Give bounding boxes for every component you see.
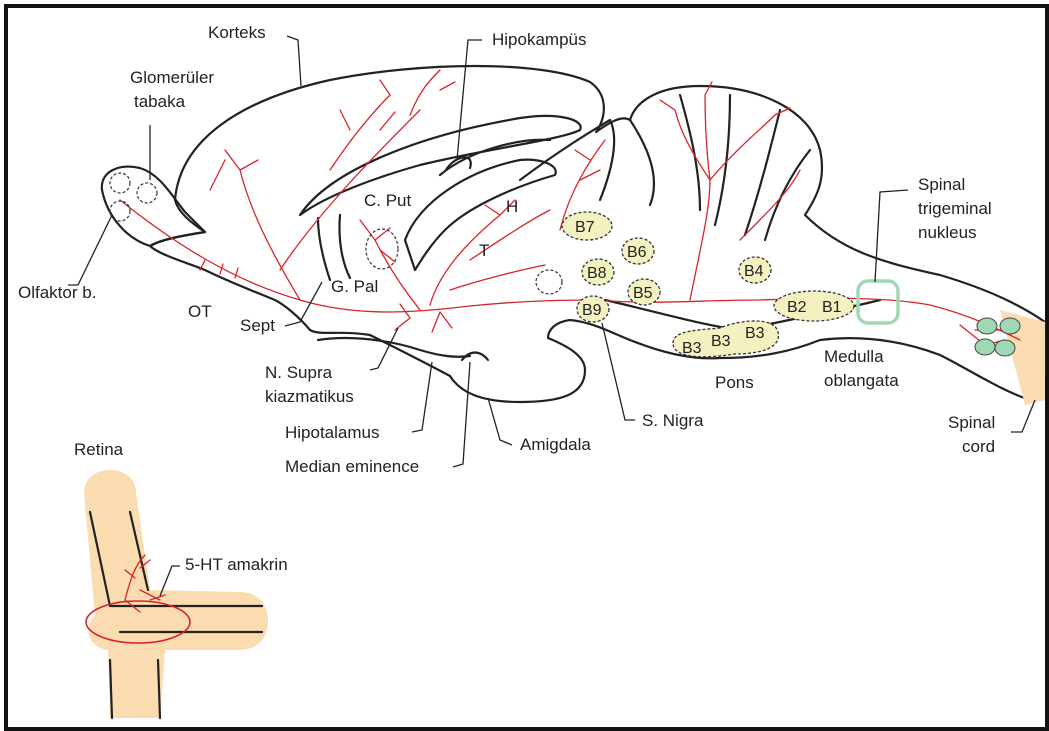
median-leader	[453, 362, 470, 467]
medulla-label-line1: Medulla	[824, 347, 884, 366]
amakrin-label: 5-HT amakrin	[185, 555, 288, 574]
spinal-trigeminal-label-line1: Spinal	[918, 175, 965, 194]
spinal-cord-label-line2: cord	[962, 437, 995, 456]
nucleus-b3-label-2: B3	[711, 333, 731, 350]
retina-label: Retina	[74, 440, 124, 459]
nucleus-b3-label-3: B3	[745, 325, 765, 342]
n-supra-label-line2: kiazmatikus	[265, 387, 354, 406]
t-label: T	[479, 241, 489, 260]
nucleus-b9-label: B9	[582, 302, 602, 319]
amigdala-label: Amigdala	[520, 435, 591, 454]
serotonin-fibers	[120, 70, 1020, 345]
raphe-nuclei: B7 B6 B8 B4 B5 B9 B2 B1 B3 B3 B3	[562, 212, 854, 357]
leader-lines	[68, 36, 1035, 596]
glomeruler-label-line2: tabaka	[134, 92, 186, 111]
striatal-fiber	[360, 220, 420, 310]
olfactory-fiber	[200, 260, 238, 278]
nucleus-b4-label: B4	[744, 263, 764, 280]
s-nigra-leader	[602, 323, 635, 420]
median-eminence-label: Median eminence	[285, 457, 419, 476]
amigdala-leader	[488, 398, 512, 445]
h-label: H	[506, 197, 518, 216]
hipotalamus-leader	[412, 362, 432, 432]
t-region	[536, 270, 562, 294]
sca-fiber	[395, 304, 452, 332]
ot-label: OT	[188, 302, 212, 321]
hipokampus-label: Hipokampüs	[492, 30, 587, 49]
retina-diagram	[84, 470, 268, 718]
dashed-regions	[110, 173, 562, 294]
nucleus-b5-label: B5	[633, 285, 653, 302]
nucleus-b8-label: B8	[587, 265, 607, 282]
hipotalamus-label: Hipotalamus	[285, 423, 380, 442]
glomerular-circle-1	[110, 173, 130, 193]
spinal-dot	[975, 339, 995, 355]
c-put-label: C. Put	[364, 191, 412, 210]
korteks-label: Korteks	[208, 23, 266, 42]
spinal-trigeminal-label-line2: trigeminal	[918, 199, 992, 218]
g-pal-label: G. Pal	[331, 277, 378, 296]
nucleus-b2-label: B2	[787, 299, 807, 316]
spinal-cord-leader	[1011, 400, 1035, 432]
glomeruler-label-line1: Glomerüler	[130, 68, 214, 87]
hipokampus-leader	[457, 40, 482, 160]
spinal-cord-label-line1: Spinal	[948, 413, 995, 432]
nucleus-b3-label-1: B3	[682, 340, 702, 357]
spinal-trigeminal-label-line3: nukleus	[918, 223, 977, 242]
olfaktor-label: Olfaktor b.	[18, 283, 96, 302]
ventricle-lines	[318, 215, 350, 280]
olfaktor-leader	[68, 215, 112, 285]
trigeminal-leader	[875, 190, 908, 282]
spinal-dot	[977, 318, 997, 334]
sept-label: Sept	[240, 316, 275, 335]
spinal-dot	[1000, 318, 1020, 334]
glomerular-circle-2	[137, 183, 157, 203]
cerebellum-lobes	[630, 95, 810, 240]
pons-label: Pons	[715, 373, 754, 392]
s-nigra-label: S. Nigra	[642, 411, 704, 430]
medulla-label-line2: oblangata	[824, 371, 899, 390]
median-eminence-curve	[462, 353, 488, 361]
nucleus-b2-b1	[774, 291, 854, 321]
n-supra-leader	[370, 328, 398, 370]
nucleus-b6-label: B6	[627, 244, 647, 261]
spinal-dot	[995, 340, 1015, 356]
nucleus-b7-label: B7	[575, 219, 595, 236]
spinal-trigeminal-nucleus	[858, 281, 898, 323]
n-supra-label-line1: N. Supra	[265, 363, 333, 382]
korteks-leader	[287, 36, 301, 86]
nucleus-b1-label: B1	[822, 299, 842, 316]
thalamic-fiber	[430, 200, 550, 305]
